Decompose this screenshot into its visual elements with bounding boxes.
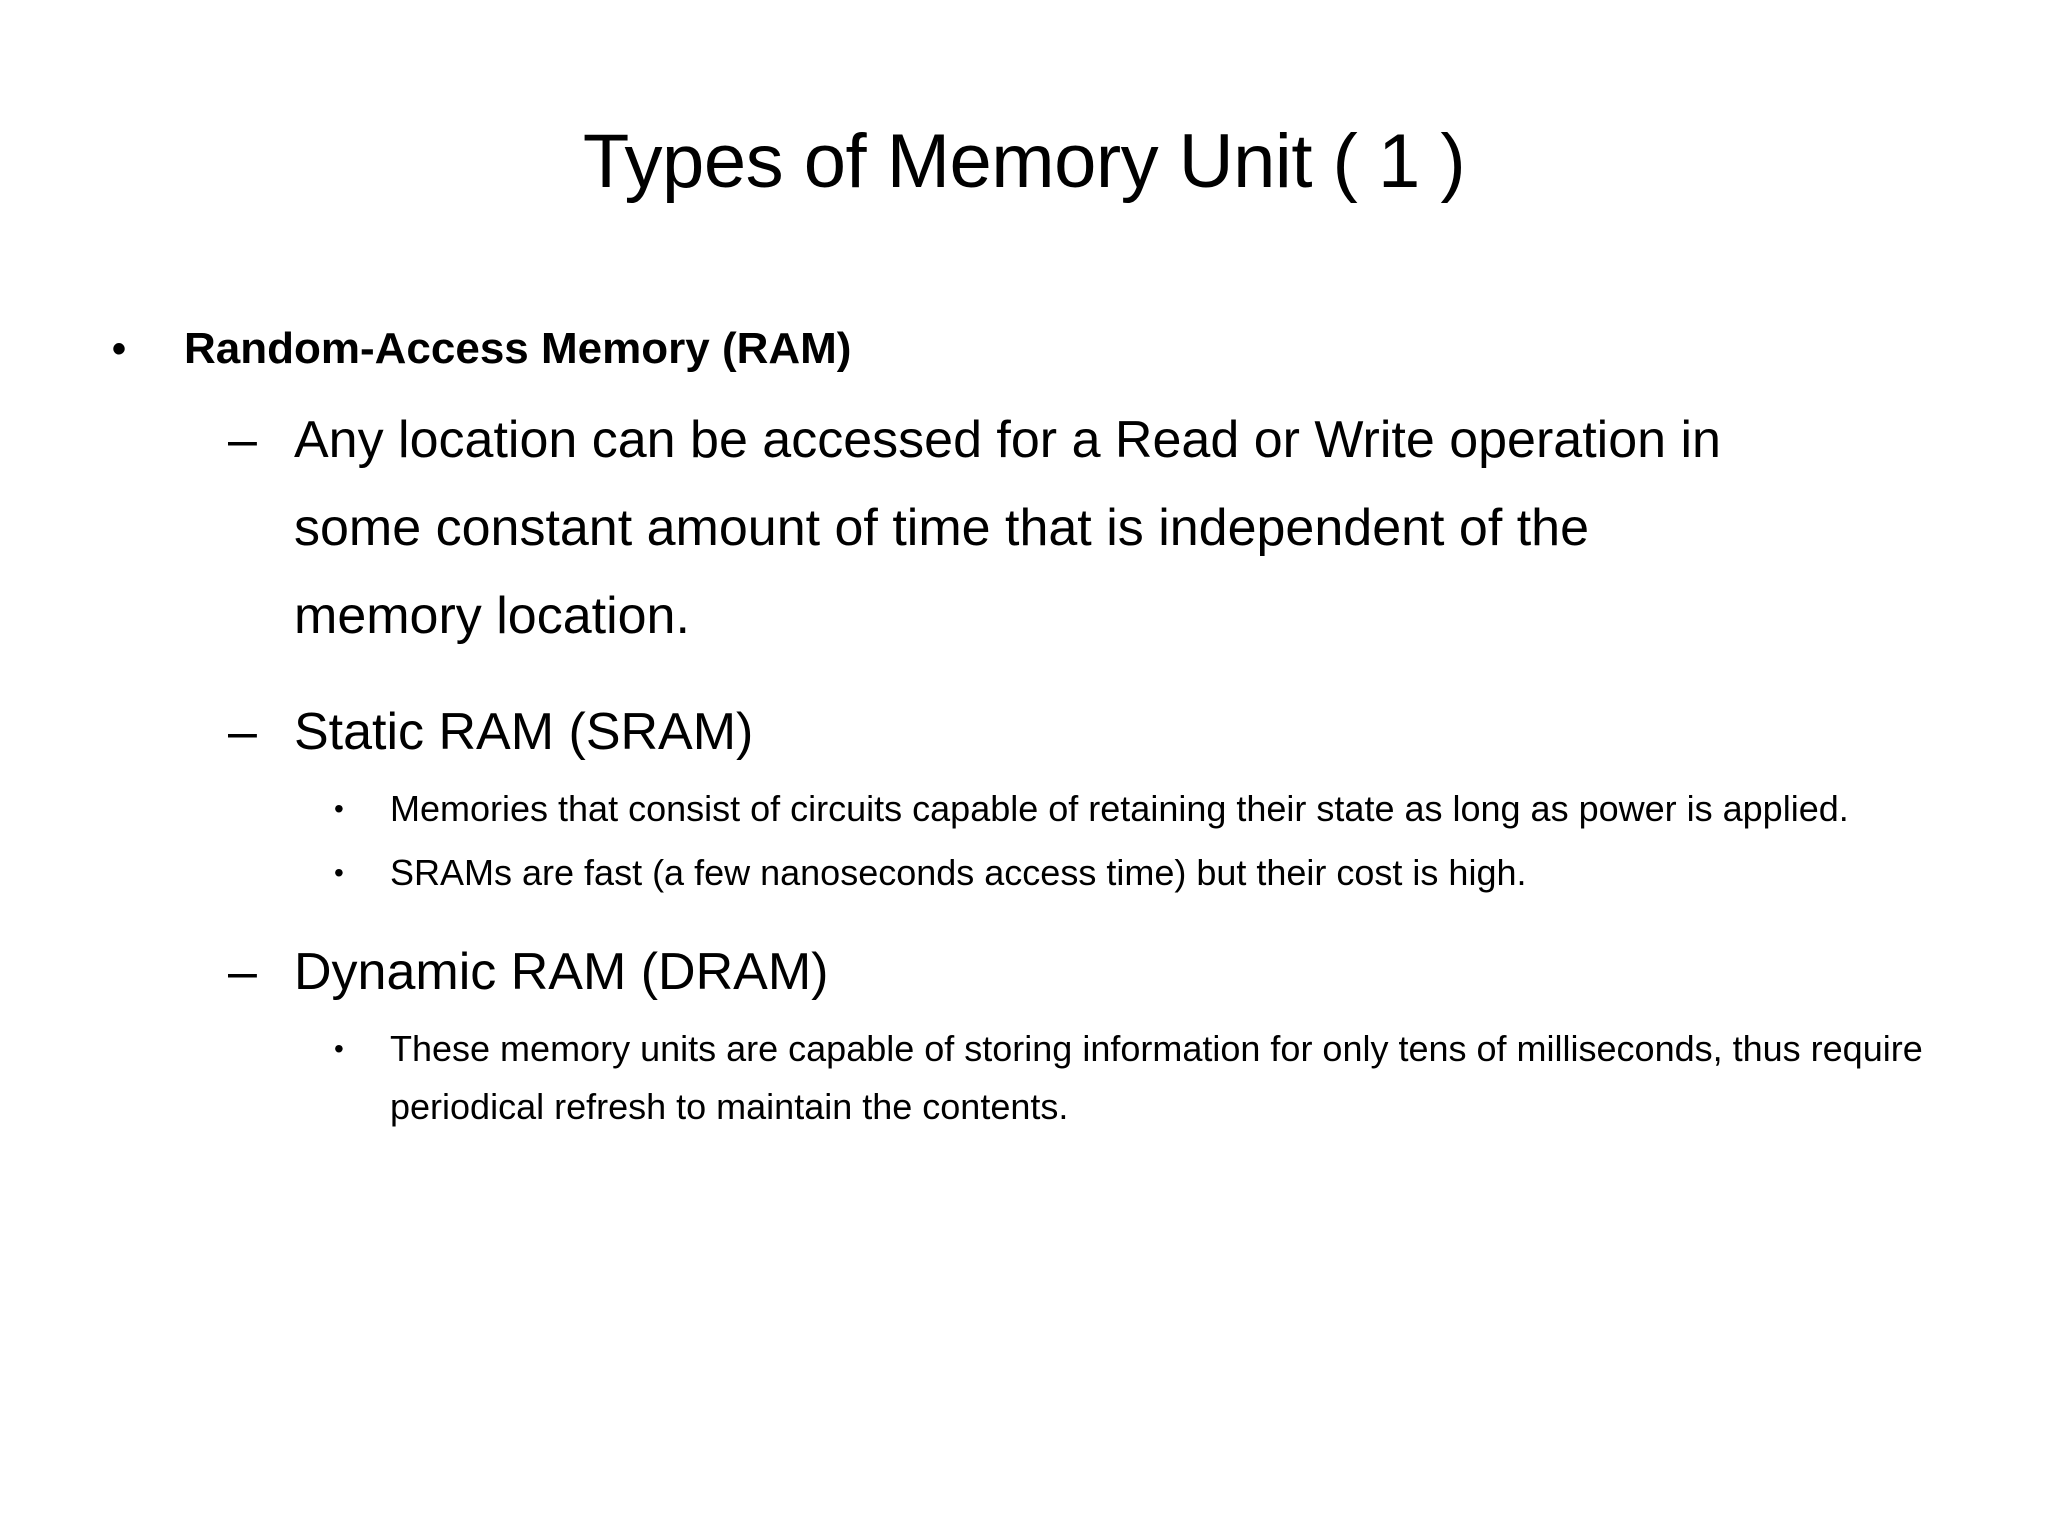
bullet-text-dynamic-ram: Dynamic RAM (DRAM) bbox=[294, 943, 829, 1001]
bullet-text-random-access-memory: Random-Access Memory (RAM) bbox=[184, 324, 852, 373]
bullet-item-dynamic-ram: – Dynamic RAM (DRAM) bbox=[0, 928, 2048, 1016]
bullet-text-dram-detail-1: These memory units are capable of storin… bbox=[390, 1028, 1923, 1127]
bullet-item-sram-detail-1: • Memories that consist of circuits capa… bbox=[0, 780, 2048, 838]
bullet-item-static-ram: – Static RAM (SRAM) bbox=[0, 688, 2048, 776]
dash-marker-icon: – bbox=[228, 943, 257, 1001]
slide-body: • Random-Access Memory (RAM) – Any locat… bbox=[0, 320, 2048, 1142]
bullet-text-sram-detail-2: SRAMs are fast (a few nanoseconds access… bbox=[390, 852, 1527, 893]
bullet-item-random-access-memory: • Random-Access Memory (RAM) bbox=[0, 320, 2048, 378]
bullet-marker-icon: • bbox=[334, 857, 344, 888]
bullet-marker-icon: • bbox=[334, 1033, 344, 1064]
bullet-text-ram-definition: Any location can be accessed for a Read … bbox=[294, 411, 1721, 645]
bullet-item-dram-detail-1: • These memory units are capable of stor… bbox=[0, 1020, 2048, 1136]
bullet-marker-icon: • bbox=[112, 327, 127, 371]
bullet-text-sram-detail-1: Memories that consist of circuits capabl… bbox=[390, 788, 1849, 829]
bullet-item-ram-definition: – Any location can be accessed for a Rea… bbox=[0, 396, 2048, 660]
slide-title: Types of Memory Unit ( 1 ) bbox=[582, 119, 1466, 204]
dash-marker-icon: – bbox=[228, 703, 257, 761]
bullet-marker-icon: • bbox=[334, 793, 344, 824]
bullet-item-sram-detail-2: • SRAMs are fast (a few nanoseconds acce… bbox=[0, 844, 2048, 902]
dash-marker-icon: – bbox=[228, 411, 257, 469]
bullet-text-static-ram: Static RAM (SRAM) bbox=[294, 703, 754, 761]
